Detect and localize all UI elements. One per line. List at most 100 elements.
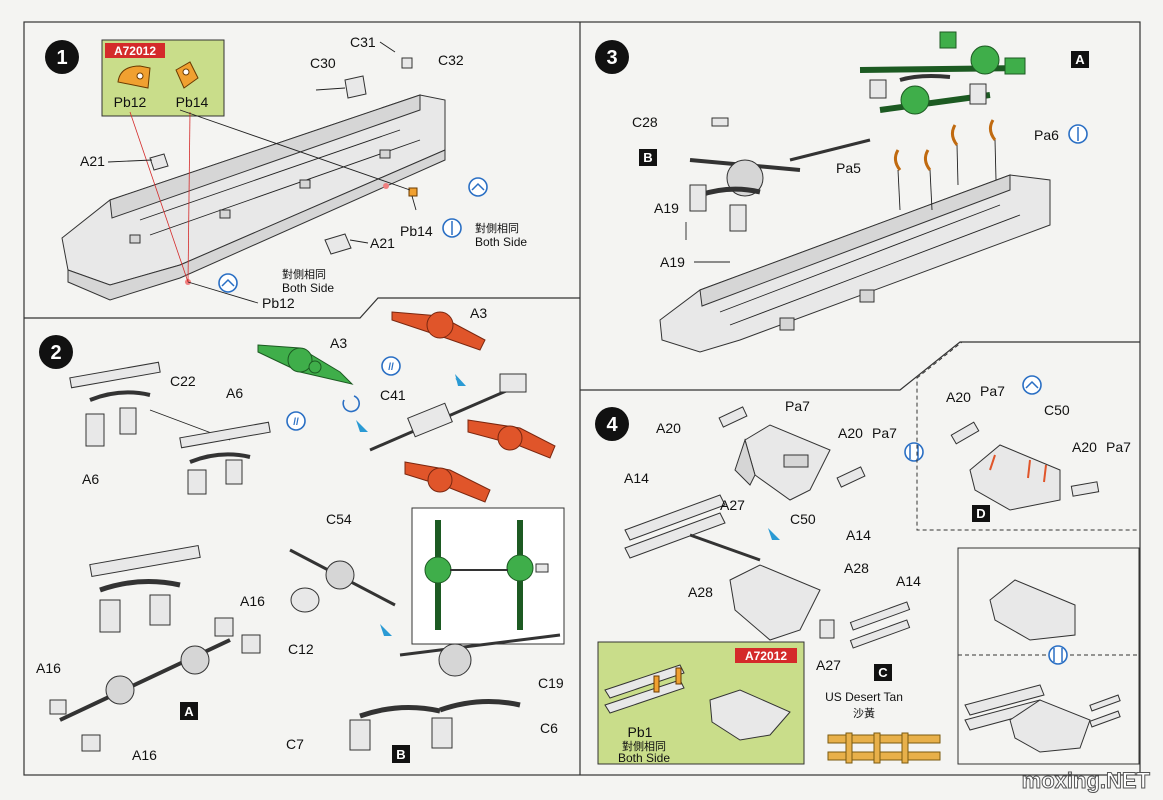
part-label-c12: C12: [288, 641, 314, 657]
part-label-a14: A14: [846, 527, 871, 543]
svg-text://: //: [293, 417, 299, 428]
sub-assembly-marker: [874, 664, 892, 681]
c12-part: [290, 587, 320, 613]
step-number-badge: [39, 335, 73, 369]
part-label-a21: A21: [370, 235, 395, 251]
part-label-pa7: Pa7: [872, 425, 897, 441]
pb14-placed: [408, 187, 418, 197]
step-number: 3: [606, 47, 617, 69]
glue-icon: //: [381, 356, 401, 376]
step1-leaders: [107, 109, 417, 304]
pe-callout-box: A72012 Pb12 Pb14: [101, 39, 225, 117]
step-4: 4 Pa7 A20 A20 Pa7 C50: [595, 341, 1141, 765]
part-label-c54: C54: [326, 511, 352, 527]
photo-etch-bend-icon: [1022, 375, 1042, 395]
part-label-pa6: Pa6: [1034, 127, 1059, 143]
part-label-a28: A28: [688, 584, 713, 600]
sub-assembly-marker: [180, 702, 198, 720]
svg-text://: //: [388, 362, 394, 373]
front-axle-highlight: [257, 344, 354, 385]
both-side-en: Both Side: [618, 751, 670, 765]
part-label-pa7: Pa7: [1106, 439, 1131, 455]
suspension-highlight: [859, 31, 1026, 115]
both-side-cn: 對側相同: [475, 221, 519, 235]
part-label-pb14: Pb14: [400, 223, 433, 239]
part-label-pb12: Pb12: [262, 295, 295, 311]
part-label-c30: C30: [310, 55, 336, 71]
part-label-pa5: Pa5: [836, 160, 861, 176]
chassis-frame: [61, 94, 446, 301]
pe-part-label: Pb12: [114, 94, 147, 110]
attach-point: [383, 183, 389, 189]
part-label-c28: C28: [632, 114, 658, 130]
c28-part: [711, 117, 729, 127]
part-label-c31: C31: [350, 34, 376, 50]
symmetric-both-side-icon: [1068, 124, 1088, 144]
part-label-a20: A20: [1072, 439, 1097, 455]
part-label-c32: C32: [438, 52, 464, 68]
part-label-a3: A3: [470, 305, 487, 321]
c50-shield: [718, 406, 866, 501]
part-label-a3: A3: [330, 335, 347, 351]
detail-d-box: [916, 341, 1141, 531]
step-arrow-icon: [768, 528, 780, 540]
part-label-a16: A16: [36, 660, 61, 676]
top-view-inset: [411, 507, 565, 645]
part-label-a27: A27: [720, 497, 745, 513]
watermark: moxing.NET: [1022, 768, 1151, 793]
step-ladder-assembly: [624, 494, 911, 649]
pe-sheet-code: A72012: [745, 649, 787, 663]
sub-assembly-marker: [1071, 51, 1089, 68]
paint-name-cn: 沙黃: [853, 707, 875, 720]
sub-assembly-marker: [972, 505, 990, 522]
c32-part: [401, 57, 413, 69]
paint-name-en: US Desert Tan: [825, 690, 903, 704]
sub-assembly-label: C: [878, 665, 888, 680]
part-label-c19: C19: [538, 675, 564, 691]
part-label-c41: C41: [380, 387, 406, 403]
sub-assembly-label: B: [396, 747, 405, 762]
photo-etch-bend-icon: [468, 177, 488, 197]
rear-axle-highlight: [391, 311, 486, 351]
both-side-en: Both Side: [475, 235, 527, 249]
part-label-pa7: Pa7: [785, 398, 810, 414]
step-number-badge: [595, 407, 629, 441]
part-label-a27: A27: [816, 657, 841, 673]
pe-brackets: [893, 119, 997, 211]
leaf-spring-assembly: [69, 361, 271, 495]
part-label-c22: C22: [170, 373, 196, 389]
part-label-a19: A19: [654, 200, 679, 216]
a21-bracket: [324, 233, 352, 255]
part-label-c50: C50: [1044, 402, 1070, 418]
both-side-cn: 對側相同: [282, 267, 326, 281]
both-side-cn: 對側相同: [622, 739, 666, 753]
sub-assembly-label: D: [976, 506, 985, 521]
pe-part-label: Pb14: [176, 94, 209, 110]
part-label-a14: A14: [896, 573, 921, 589]
photo-etch-bend-icon: [218, 273, 238, 293]
chassis-frame: [659, 174, 1051, 353]
step-arrow-icon: [356, 420, 368, 432]
c31-part: [344, 75, 367, 99]
part-label-c7: C7: [286, 736, 304, 752]
pb12-part-icon: [117, 65, 151, 89]
part-label-a20: A20: [946, 389, 971, 405]
step1-parts: [149, 41, 418, 285]
step-2: 2 C22 A6 A6 A3 //: [36, 305, 565, 763]
part-label-a16: A16: [132, 747, 157, 763]
sub-assembly-label: A: [184, 704, 194, 719]
sub-assembly-b: [689, 117, 871, 232]
part-label-a14: A14: [624, 470, 649, 486]
step-number: 4: [606, 414, 618, 436]
pe-callout-box: A72012: [597, 641, 805, 765]
part-label-pb1: Pb1: [628, 724, 653, 740]
step-1: 1 A72012 Pb12 Pb14: [45, 34, 527, 311]
part-label-a21: A21: [80, 153, 105, 169]
both-side-en: Both Side: [282, 281, 334, 295]
sub-assembly-label: B: [643, 150, 652, 165]
part-label-c50: C50: [790, 511, 816, 527]
sub-assembly-b: [289, 548, 561, 751]
desert-tan-ladder-swatch: [827, 732, 941, 764]
part-label-c6: C6: [540, 720, 558, 736]
